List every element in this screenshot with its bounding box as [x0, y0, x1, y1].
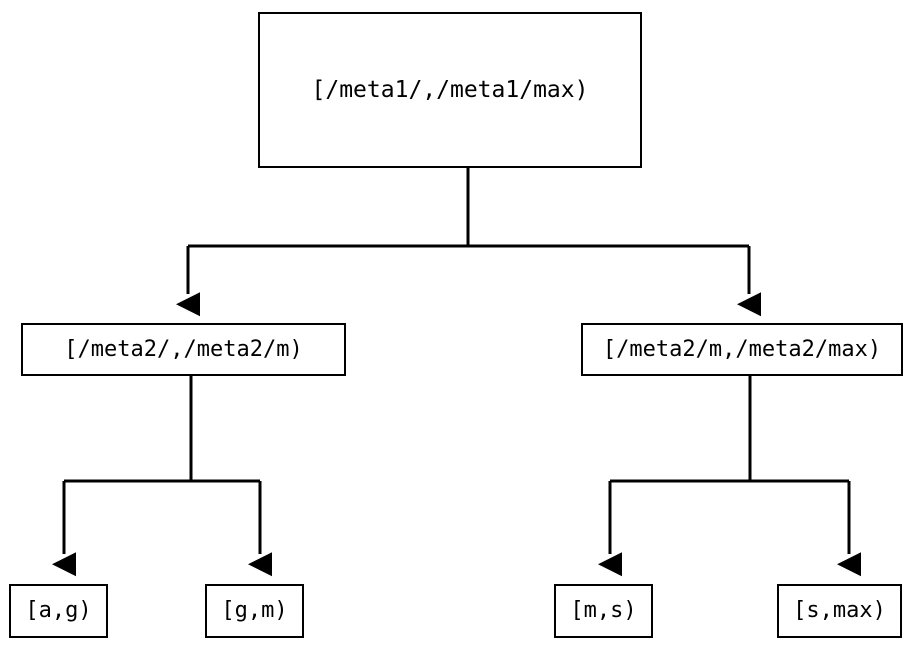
- tree-leaf-g-m-label: [g,m): [221, 598, 288, 623]
- tree-leaf-m-s-label: [m,s): [570, 598, 637, 623]
- tree-node-meta2-lower[interactable]: [/meta2/,/meta2/m): [21, 323, 346, 376]
- tree-leaf-m-s[interactable]: [m,s): [554, 584, 653, 638]
- edge-mid-right-to-bus: [610, 376, 849, 483]
- tree-node-meta2-upper-label: [/meta2/m,/meta2/max): [602, 336, 882, 362]
- tree-leaf-s-max[interactable]: [s,max): [777, 584, 902, 638]
- tree-leaf-s-max-label: [s,max): [793, 598, 886, 623]
- tree-node-root[interactable]: [/meta1/,/meta1/max): [258, 12, 642, 168]
- tree-node-meta2-lower-label: [/meta2/,/meta2/m): [64, 336, 303, 362]
- tree-leaf-g-m[interactable]: [g,m): [205, 584, 304, 638]
- edge-root-to-bus: [188, 168, 749, 248]
- tree-leaf-a-g[interactable]: [a,g): [9, 584, 108, 638]
- edge-mid-left-to-bus: [64, 376, 260, 483]
- tree-node-root-label: [/meta1/,/meta1/max): [311, 76, 589, 103]
- tree-node-meta2-upper[interactable]: [/meta2/m,/meta2/max): [581, 323, 903, 376]
- tree-leaf-a-g-label: [a,g): [25, 598, 92, 623]
